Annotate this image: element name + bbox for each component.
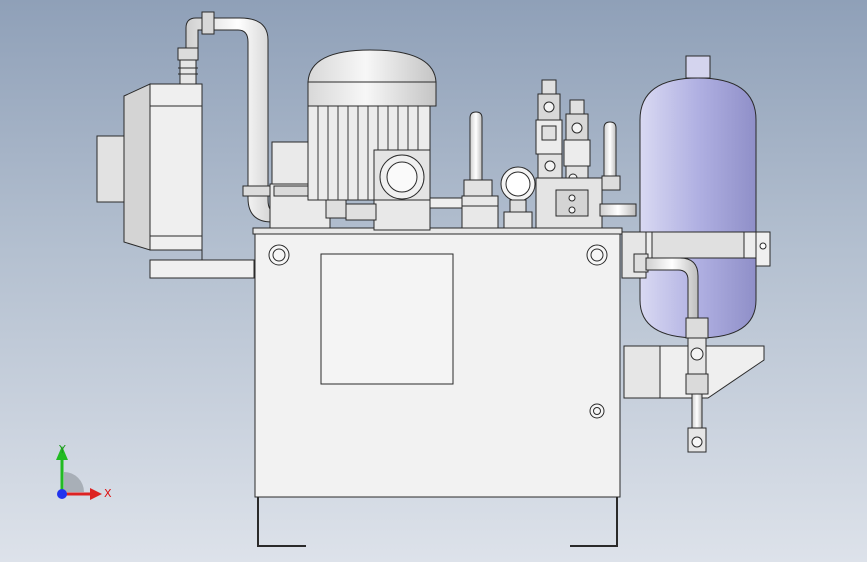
inspection-cover — [320, 253, 454, 385]
lifting-hole-right — [586, 244, 608, 266]
triad-arc-shape — [64, 472, 84, 492]
y-axis-arrowhead — [56, 446, 68, 460]
electric-motor — [307, 49, 467, 231]
drain-plug — [589, 403, 605, 419]
axis-triad: Y X — [40, 436, 120, 516]
accumulator-pipe — [621, 231, 709, 453]
x-axis-arrowhead — [90, 488, 102, 500]
z-axis-dot — [57, 489, 67, 499]
lifting-hole-left — [268, 244, 290, 266]
y-axis-label: Y — [59, 443, 66, 456]
oil-cooler — [96, 47, 255, 279]
cooler-bracket — [149, 259, 255, 279]
reservoir-tank — [252, 227, 623, 547]
accumulator — [623, 55, 771, 399]
pressure-gauge-assembly — [461, 111, 536, 229]
valve-stack — [535, 79, 637, 229]
axis-triad-graphic — [56, 446, 102, 500]
x-axis-label: X — [104, 487, 112, 500]
